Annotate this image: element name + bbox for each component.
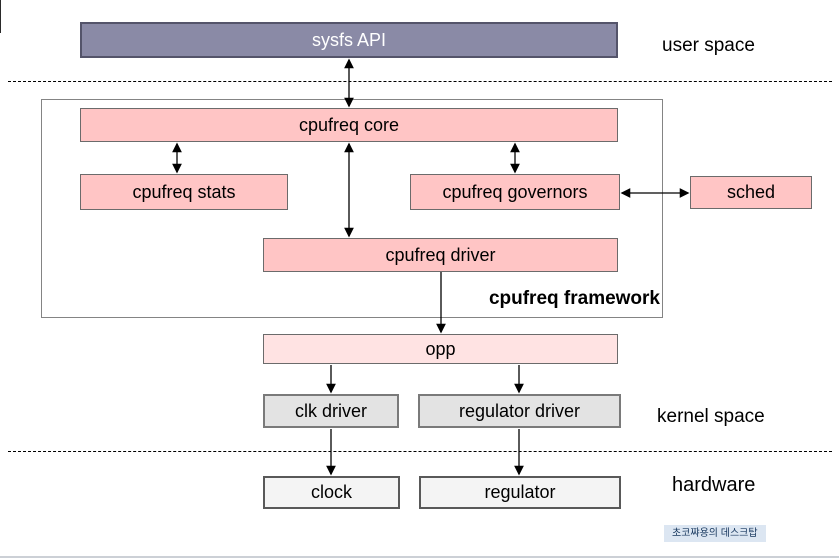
- node-cpufreq-core: cpufreq core: [80, 108, 618, 142]
- node-clock: clock: [263, 476, 400, 509]
- divider-kernel-hardware: [8, 451, 832, 452]
- node-regulator-driver-label: regulator driver: [458, 400, 581, 421]
- cpufreq-framework-group-label: cpufreq framework: [488, 288, 660, 309]
- node-cpufreq-governors-label: cpufreq governors: [442, 181, 588, 202]
- node-cpufreq-core-label: cpufreq core: [298, 114, 400, 135]
- window-bottom-edge: [0, 556, 839, 558]
- screen-edge-artifact: [0, 0, 1, 33]
- node-opp: opp: [263, 334, 618, 364]
- node-regulator-label: regulator: [484, 482, 556, 502]
- node-regulator-driver: regulator driver: [418, 394, 621, 428]
- node-cpufreq-stats-label: cpufreq stats: [132, 181, 236, 202]
- node-cpufreq-driver: cpufreq driver: [263, 238, 618, 272]
- node-regulator: regulator: [419, 476, 621, 509]
- region-label-hardware: hardware: [672, 474, 756, 496]
- node-clock-label: clock: [310, 482, 352, 502]
- node-sysfs-api-label: sysfs API: [311, 29, 387, 50]
- node-clk-driver-label: clk driver: [294, 400, 367, 421]
- node-opp-label: opp: [425, 338, 456, 359]
- node-sched: sched: [690, 176, 812, 209]
- node-cpufreq-driver-label: cpufreq driver: [385, 244, 496, 265]
- region-label-kernel-space: kernel space: [657, 406, 765, 427]
- node-sched-label: sched: [726, 182, 776, 202]
- node-clk-driver: clk driver: [263, 394, 399, 428]
- node-cpufreq-governors: cpufreq governors: [410, 174, 620, 210]
- node-sysfs-api: sysfs API: [80, 22, 618, 58]
- region-label-user-space: user space: [662, 35, 755, 56]
- divider-user-kernel: [8, 81, 832, 82]
- node-cpufreq-stats: cpufreq stats: [80, 174, 288, 210]
- watermark-badge: 초코쨔용의 데스크탑: [664, 525, 766, 542]
